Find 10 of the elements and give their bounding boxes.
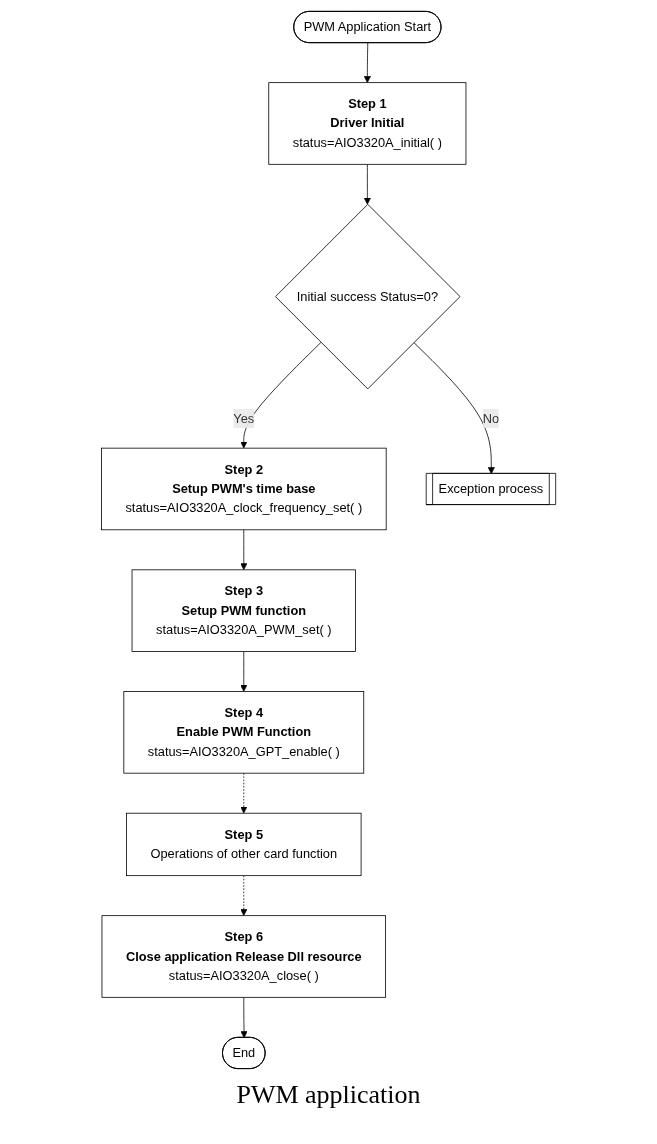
- edge-label: No: [482, 411, 500, 425]
- node-box: Step 2 Setup PWM's time base status=AIO3320A_clock_frequency_set( ): [100, 447, 387, 531]
- node-box: Step 1 Driver Initial status=AIO3320A_initial( ): [268, 82, 467, 165]
- node-diamond: Initial success Status=0?: [275, 203, 461, 390]
- node-box: Step 4 Enable PWM Function status=AIO3320A_GPT_enable( ): [123, 691, 365, 774]
- caption: PWM application: [235, 1080, 422, 1110]
- node-box: Step 3 Setup PWM function status=AIO3320A_PWM_set( ): [131, 569, 356, 652]
- edge-label: Yes: [233, 411, 255, 425]
- node-box: Step 6 Close application Release Dll resource status=AIO3320A_close( ): [101, 915, 386, 998]
- node-box: Step 5 Operations of other card function: [126, 812, 362, 877]
